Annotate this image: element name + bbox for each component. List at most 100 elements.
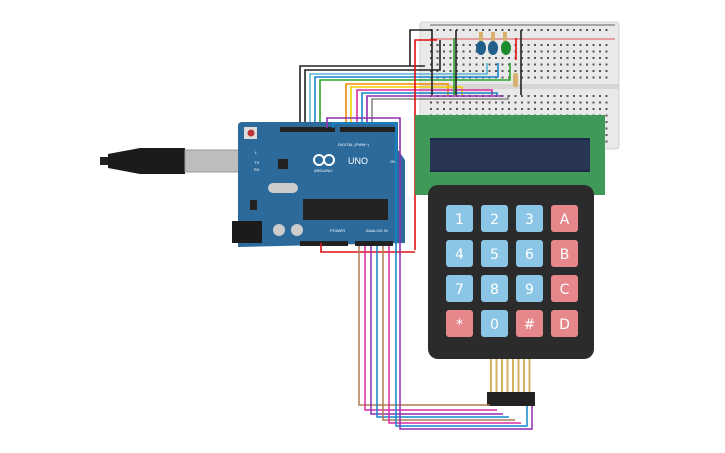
breadboard-hole [579,29,582,31]
key-cap[interactable] [551,205,578,232]
breadboard-hole [560,29,562,31]
breadboard-hole [579,95,582,97]
breadboard-hole [430,63,432,66]
breadboard-hole [534,63,536,66]
digital-label: DIGITAL (PWM~) [338,142,370,147]
arduino-uno[interactable]: DIGITAL (PWM~) ARDUINO UNO L TX RX ON PO… [232,122,405,247]
breadboard-hole [566,57,569,59]
breadboard-hole [599,108,601,110]
breadboard-hole [592,95,595,97]
breadboard-hole [573,29,575,31]
key-#[interactable]: # [516,310,543,337]
breadboard-hole [599,29,601,31]
breadboard-hole [475,57,478,59]
breadboard-hole [469,63,471,66]
key-cap[interactable] [551,240,578,267]
breadboard-hole [553,70,556,72]
breadboard-hole [436,29,439,31]
lcd-display[interactable] [415,115,605,195]
key-B[interactable]: B [551,240,578,267]
breadboard-hole [605,121,608,123]
key-9[interactable]: 9 [516,275,543,302]
key-7[interactable]: 7 [446,275,473,302]
breadboard-hole [508,108,510,110]
key-A[interactable]: A [551,205,578,232]
key-cap[interactable] [516,240,543,267]
key-2[interactable]: 2 [481,205,508,232]
key-cap[interactable] [481,240,508,267]
key-cap[interactable] [516,205,543,232]
key-label: * [456,317,463,333]
key-4[interactable]: 4 [446,240,473,267]
key-cap[interactable] [446,310,473,337]
key-cap[interactable] [446,275,473,302]
key-label: # [524,317,536,333]
key-cap[interactable] [551,310,578,337]
key-5[interactable]: 5 [481,240,508,267]
key-cap[interactable] [516,310,543,337]
breadboard-hole [501,108,504,110]
breadboard-hole [553,95,556,97]
breadboard-hole [495,101,497,104]
key-label: 1 [455,212,464,228]
breadboard-hole [534,95,536,97]
breadboard-hole [514,108,517,110]
breadboard-hole [599,95,601,97]
key-8[interactable]: 8 [481,275,508,302]
led-blue-1[interactable] [476,41,486,55]
breadboard-hole [501,70,504,72]
breadboard-hole [547,76,549,79]
led-blue-2[interactable] [488,41,498,55]
key-0[interactable]: 0 [481,310,508,337]
breadboard-hole [534,50,536,53]
breadboard-hole [436,50,439,53]
key-1[interactable]: 1 [446,205,473,232]
breadboard-hole [527,76,530,79]
usb-cable[interactable] [100,148,241,174]
breadboard-hole [488,29,491,31]
key-cap[interactable] [516,275,543,302]
key-cap[interactable] [551,275,578,302]
breadboard-hole [605,44,608,46]
breadboard-hole [566,29,569,31]
breadboard-hole [566,76,569,79]
key-3[interactable]: 3 [516,205,543,232]
key-cap[interactable] [481,310,508,337]
breadboard-hole [527,101,530,104]
breadboard-hole [560,101,562,104]
breadboard-hole [469,101,471,104]
key-cap[interactable] [481,205,508,232]
arduino-brand: ARDUINO [314,168,332,173]
key-D[interactable]: D [551,310,578,337]
breadboard-hole [488,101,491,104]
key-label: 6 [525,247,534,263]
key-*[interactable]: * [446,310,473,337]
breadboard-hole [521,95,523,97]
key-C[interactable]: C [551,275,578,302]
breadboard-hole [527,95,530,97]
led-green[interactable] [501,41,511,55]
key-6[interactable]: 6 [516,240,543,267]
breadboard-hole [430,70,432,72]
breadboard-hole [605,50,608,53]
breadboard-hole [605,134,608,136]
breadboard-hole [521,108,523,110]
breadboard-hole [508,70,510,72]
leds[interactable] [476,32,518,87]
breadboard-hole [566,70,569,72]
breadboard-hole [469,70,471,72]
breadboard-hole [475,50,478,53]
breadboard-hole [553,101,556,104]
breadboard-hole [456,57,458,59]
key-cap[interactable] [481,275,508,302]
key-cap[interactable] [446,240,473,267]
breadboard-hole [586,101,588,104]
breadboard-hole [566,44,569,46]
key-cap[interactable] [446,205,473,232]
breadboard-hole [482,29,484,31]
breadboard-hole [527,44,530,46]
breadboard-hole [573,57,575,59]
breadboard-hole [586,44,588,46]
